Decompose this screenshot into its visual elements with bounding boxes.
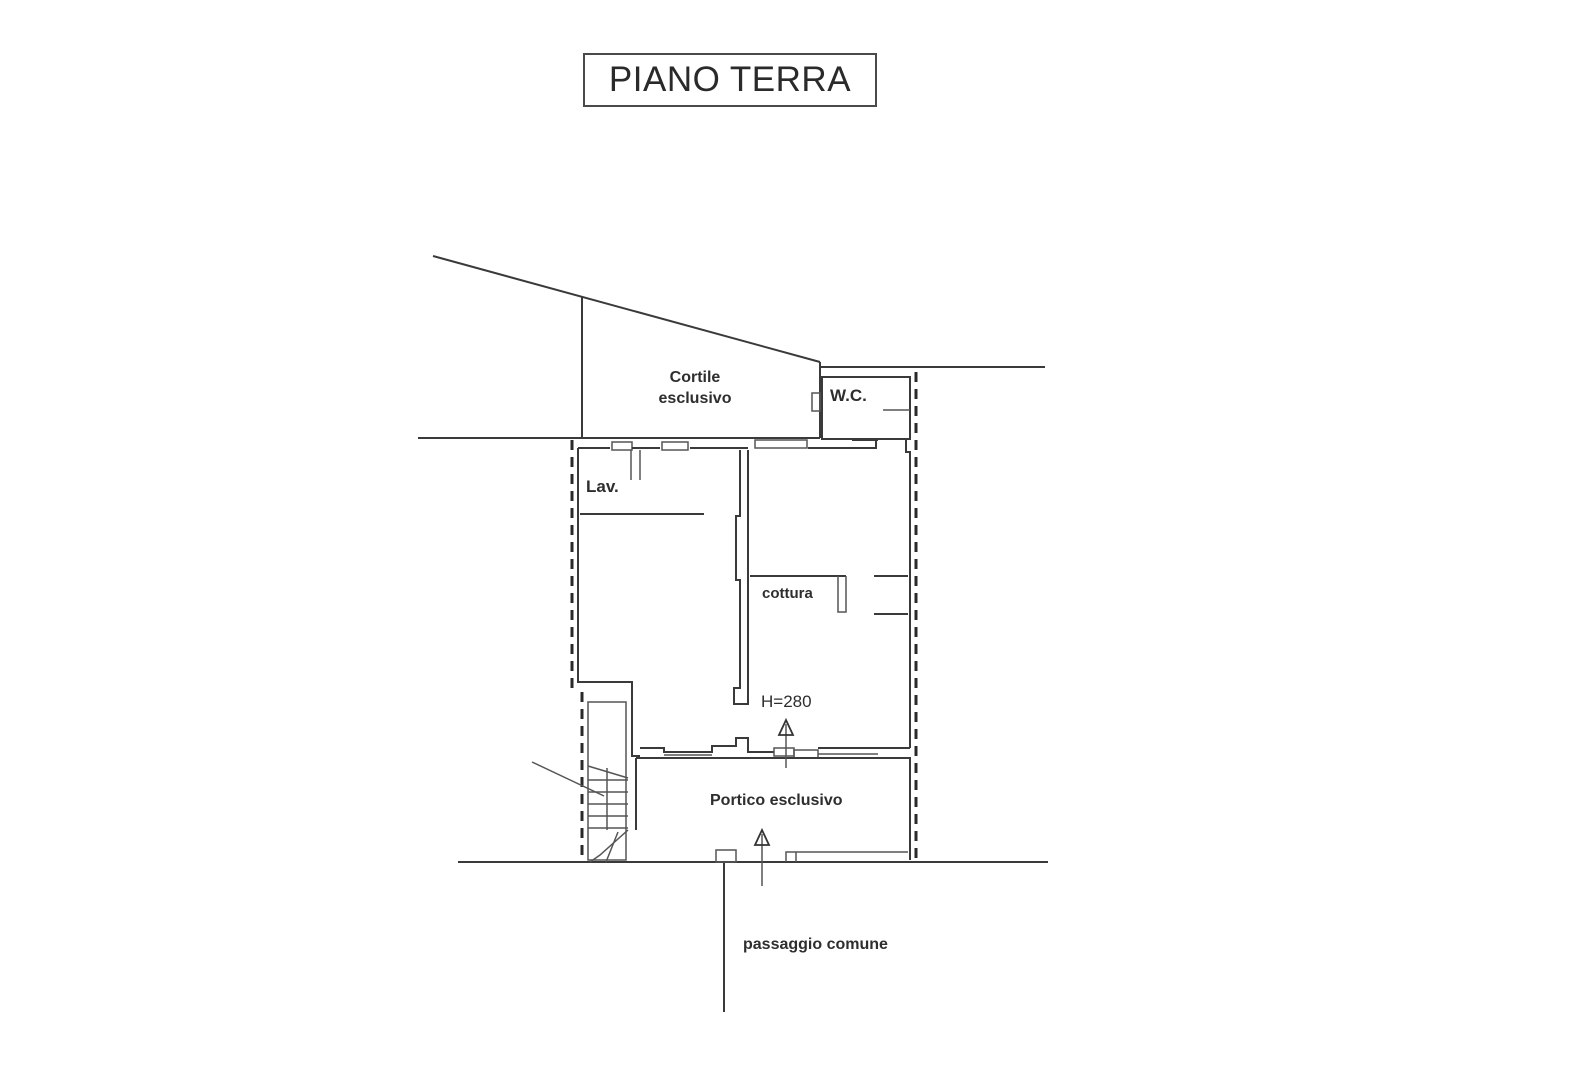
portico-low-wall — [785, 851, 908, 862]
cortile-line1: Cortile — [669, 369, 721, 386]
floor-title-box: PIANO TERRA — [583, 53, 877, 107]
floor-title: PIANO TERRA — [608, 60, 852, 99]
stair-winder-2 — [605, 831, 619, 863]
entry-arrow-portico-icon — [753, 827, 771, 846]
cortile-line2: esclusivo — [658, 389, 732, 407]
boundary-diagonal — [432, 255, 821, 363]
top-window-1 — [611, 441, 633, 451]
stair-winder — [589, 829, 629, 863]
ceiling-height-label: H=280 — [761, 692, 812, 711]
top-window-3 — [754, 439, 808, 449]
top-window-2 — [661, 441, 689, 451]
front-door-frame — [773, 747, 795, 757]
wc-window — [811, 392, 821, 412]
entry-arrow-house-icon — [777, 717, 795, 736]
house-right-wall — [905, 440, 911, 748]
stair-cut — [587, 765, 629, 779]
cottura-pier — [837, 576, 847, 613]
front-pier — [793, 749, 819, 759]
stair-leader-line — [531, 761, 605, 797]
front-wall-left — [640, 737, 774, 753]
portico-walls — [636, 757, 911, 860]
room-cottura-label: cottura — [762, 585, 813, 602]
central-wall — [733, 450, 749, 705]
house-left-wall — [577, 448, 640, 757]
top-wall-4 — [808, 440, 877, 449]
room-wc-label: W.C. — [830, 386, 867, 405]
passage-label: passaggio comune — [743, 936, 888, 953]
gate-pier — [715, 849, 737, 863]
room-lav-label: Lav. — [586, 477, 619, 496]
room-portico-label: Portico esclusivo — [710, 792, 843, 809]
room-cortile-label: Cortile esclusivo — [640, 368, 750, 410]
